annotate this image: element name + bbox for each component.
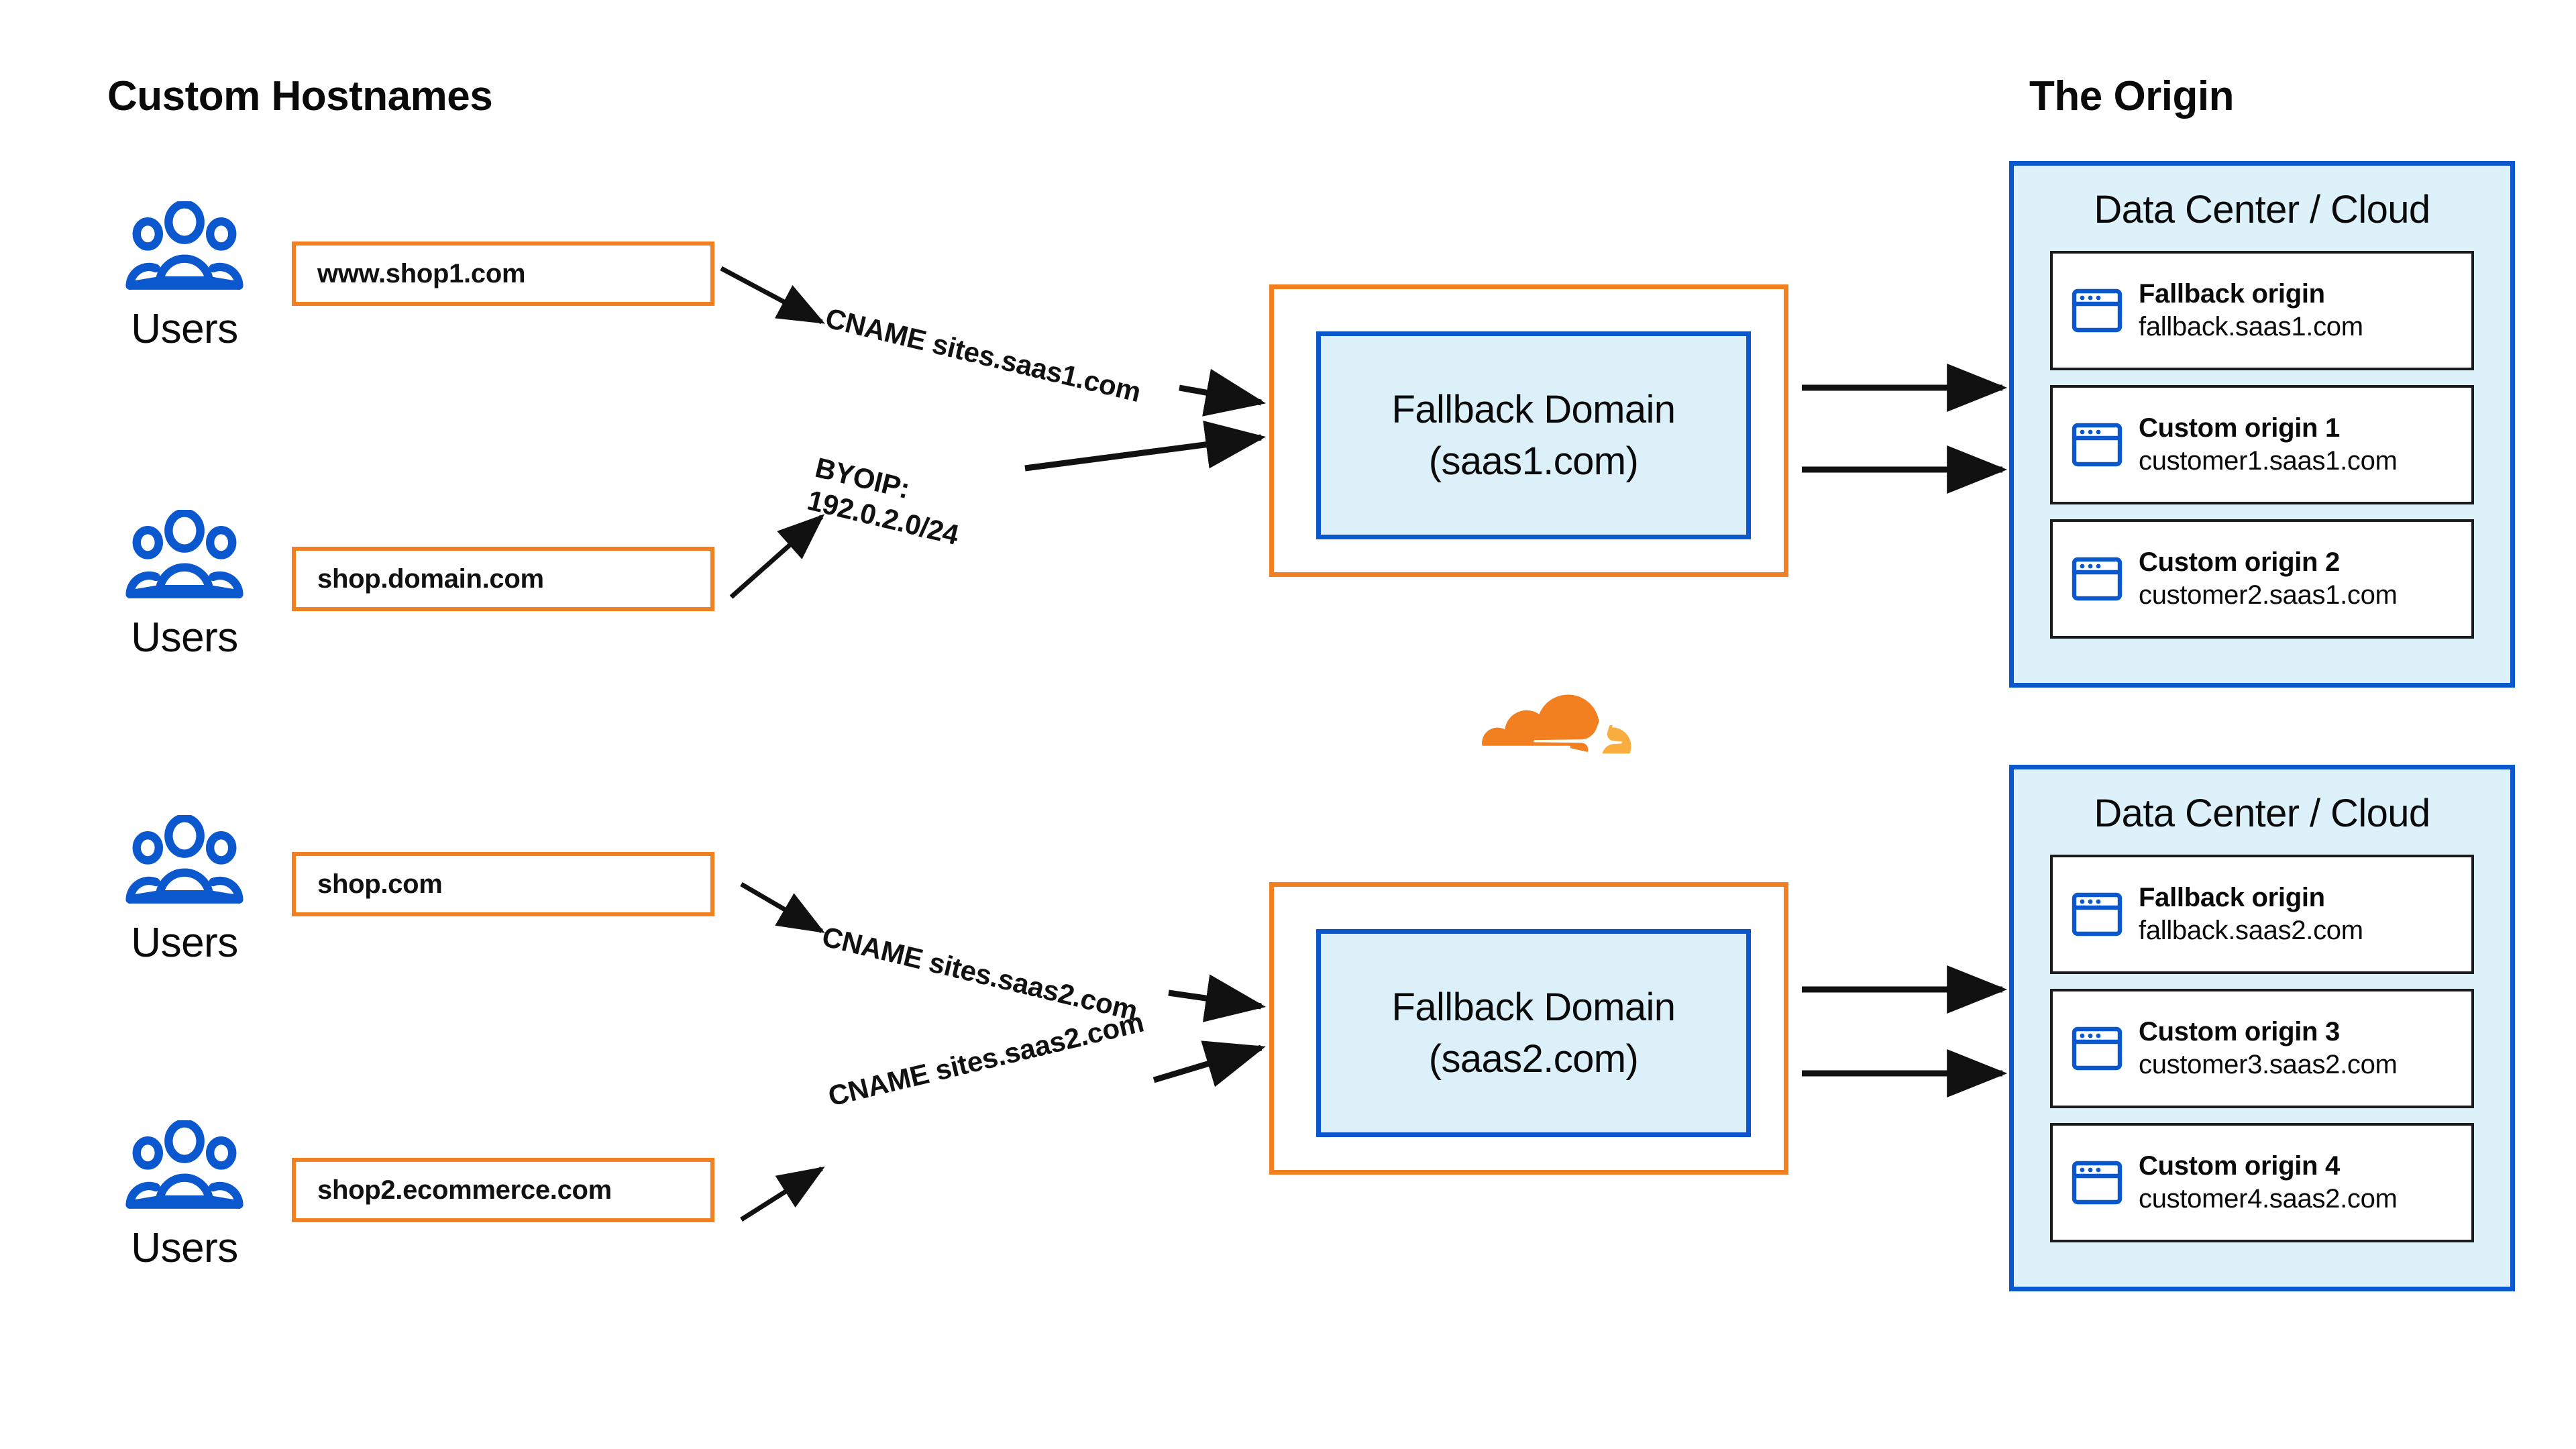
page-title-the-origin: The Origin xyxy=(2029,73,2235,119)
custom-hostname-label: www.shop1.com xyxy=(317,258,526,288)
cloudflare-cloud-logo xyxy=(1482,694,1631,754)
browser-window-icon xyxy=(2072,1026,2123,1071)
users-group-3: Users xyxy=(101,815,268,965)
origin-card-custom-3[interactable]: Custom origin 3 customer3.saas2.com xyxy=(2050,989,2474,1108)
arrow-hostname1-to-fallback1-seg2 xyxy=(1179,368,1267,417)
users-icon xyxy=(125,815,244,904)
users-icon xyxy=(125,1120,244,1209)
users-label: Users xyxy=(131,1225,238,1271)
fallback-domain-outer-1: Fallback Domain (saas1.com) xyxy=(1269,284,1788,577)
browser-window-icon xyxy=(2072,423,2123,467)
users-group-4: Users xyxy=(101,1120,268,1270)
origin-card-custom-1[interactable]: Custom origin 1 customer1.saas1.com xyxy=(2050,385,2474,504)
data-center-panel-2: Data Center / Cloud Fallback origin fall… xyxy=(2009,765,2515,1291)
browser-window-icon xyxy=(2072,557,2123,601)
edge-label-line1: CNAME sites.saas2.com xyxy=(819,920,1141,1027)
users-label: Users xyxy=(131,306,238,352)
origin-text-block: Custom origin 3 customer3.saas2.com xyxy=(2139,1016,2398,1081)
custom-hostname-label: shop2.ecommerce.com xyxy=(317,1175,612,1205)
custom-hostname-box-4[interactable]: shop2.ecommerce.com xyxy=(292,1158,714,1222)
origin-card-fallback-2[interactable]: Fallback origin fallback.saas2.com xyxy=(2050,855,2474,974)
origin-hostname: customer2.saas1.com xyxy=(2139,580,2398,610)
arrow-hostname2-to-fallback1-seg1 xyxy=(729,514,825,599)
arrow-hostname3-to-fallback2-seg1 xyxy=(740,881,825,934)
custom-hostname-label: shop.domain.com xyxy=(317,564,544,594)
fallback-domain-box-1[interactable]: Fallback Domain (saas1.com) xyxy=(1316,331,1751,539)
arrow-hostname3-to-fallback2-seg2 xyxy=(1168,974,1267,1022)
edge-label-byoip: BYOIP: 192.0.2.0/24 xyxy=(804,451,970,551)
origin-hostname: customer1.saas1.com xyxy=(2139,446,2398,476)
browser-window-icon xyxy=(2072,1161,2123,1205)
fallback-domain-outer-2: Fallback Domain (saas2.com) xyxy=(1269,882,1788,1175)
fallback-domain-title: Fallback Domain xyxy=(1391,985,1676,1029)
arrow-hostname1-to-fallback1-seg1 xyxy=(720,266,825,325)
custom-hostname-box-1[interactable]: www.shop1.com xyxy=(292,241,714,306)
users-label: Users xyxy=(131,614,238,661)
origin-name: Fallback origin xyxy=(2139,883,2325,913)
edge-label-cname-saas2-a: CNAME sites.saas2.com xyxy=(819,920,1140,1027)
arrow-hostname4-to-fallback2-seg2 xyxy=(1152,1040,1266,1087)
browser-window-icon xyxy=(2072,892,2123,936)
origin-hostname: customer3.saas2.com xyxy=(2139,1050,2398,1079)
users-label: Users xyxy=(131,920,238,966)
origin-name: Custom origin 3 xyxy=(2139,1017,2340,1047)
origin-text-block: Fallback origin fallback.saas1.com xyxy=(2139,278,2363,343)
origin-text-block: Custom origin 1 customer1.saas1.com xyxy=(2139,412,2398,478)
arrow-hostname4-to-fallback2-seg1 xyxy=(740,1167,825,1222)
origin-text-block: Custom origin 4 customer4.saas2.com xyxy=(2139,1150,2398,1216)
origin-name: Custom origin 4 xyxy=(2139,1151,2340,1181)
custom-hostname-box-2[interactable]: shop.domain.com xyxy=(292,547,714,611)
edge-label-line1: CNAME sites.saas1.com xyxy=(822,302,1144,409)
custom-hostname-label: shop.com xyxy=(317,869,443,899)
users-icon xyxy=(125,201,244,290)
page-title-custom-hostnames: Custom Hostnames xyxy=(107,73,493,119)
origin-card-custom-4[interactable]: Custom origin 4 customer4.saas2.com xyxy=(2050,1123,2474,1242)
origin-hostname: customer4.saas2.com xyxy=(2139,1184,2398,1214)
edge-label-cname-saas2-b: CNAME sites.saas2.com xyxy=(825,1006,1146,1113)
origin-name: Custom origin 1 xyxy=(2139,413,2340,443)
origin-text-block: Fallback origin fallback.saas2.com xyxy=(2139,881,2363,947)
data-center-panel-1: Data Center / Cloud Fallback origin fall… xyxy=(2009,161,2515,688)
data-center-title: Data Center / Cloud xyxy=(2094,792,2430,835)
browser-window-icon xyxy=(2072,288,2123,333)
fallback-domain-box-2[interactable]: Fallback Domain (saas2.com) xyxy=(1316,929,1751,1137)
origin-text-block: Custom origin 2 customer2.saas1.com xyxy=(2139,546,2398,612)
users-group-2: Users xyxy=(101,510,268,659)
custom-hostname-box-3[interactable]: shop.com xyxy=(292,852,714,916)
origin-name: Custom origin 2 xyxy=(2139,547,2340,578)
fallback-domain-subtitle: (saas2.com) xyxy=(1428,1037,1639,1081)
origin-name: Fallback origin xyxy=(2139,279,2325,309)
edge-label-line1: CNAME sites.saas2.com xyxy=(825,1006,1147,1112)
arrow-hostname2-to-fallback1-seg2 xyxy=(1024,421,1267,472)
users-group-1: Users xyxy=(101,201,268,351)
origin-card-fallback-1[interactable]: Fallback origin fallback.saas1.com xyxy=(2050,251,2474,370)
fallback-domain-title: Fallback Domain xyxy=(1391,387,1676,431)
origin-card-custom-2[interactable]: Custom origin 2 customer2.saas1.com xyxy=(2050,519,2474,639)
fallback-domain-subtitle: (saas1.com) xyxy=(1428,439,1639,483)
edge-label-cname-saas1: CNAME sites.saas1.com xyxy=(822,302,1144,409)
origin-hostname: fallback.saas1.com xyxy=(2139,312,2363,341)
origin-hostname: fallback.saas2.com xyxy=(2139,916,2363,945)
data-center-title: Data Center / Cloud xyxy=(2094,188,2430,231)
users-icon xyxy=(125,510,244,598)
